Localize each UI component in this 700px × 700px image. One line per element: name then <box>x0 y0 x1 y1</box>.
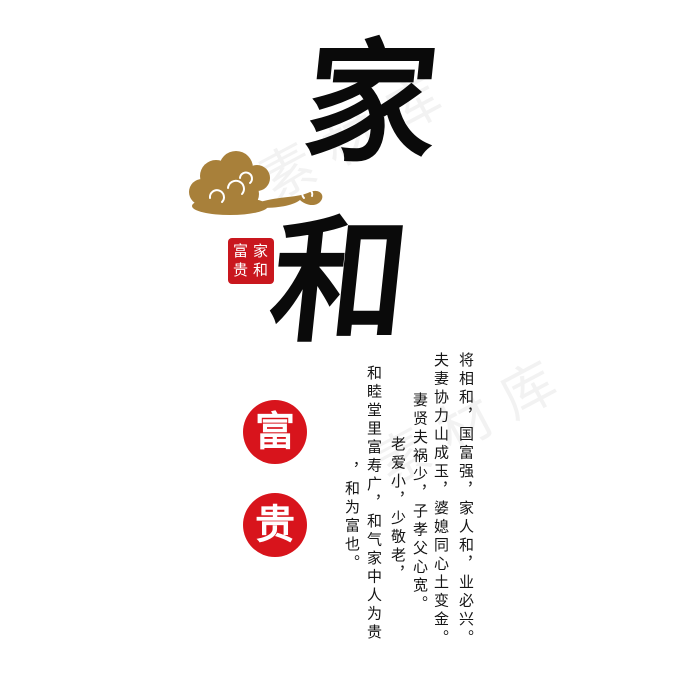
seal-char: 贵 <box>233 261 249 279</box>
auspicious-cloud-icon <box>189 151 323 215</box>
red-circle-fu: 富 <box>243 400 307 464</box>
poem-column: 夫妻协力山成玉，婆媳同心土变金。 <box>432 352 450 648</box>
poem-column: ，和为富也。 <box>343 462 361 573</box>
calligraphy-char-he: 和 <box>263 202 417 362</box>
poem-column: 妻贤夫祸少，子孝父心宽。 <box>411 392 429 614</box>
seal-char: 富 <box>233 242 249 260</box>
seal-stamp: 富 贵 家 和 <box>228 238 274 284</box>
seal-char: 家 <box>253 242 269 260</box>
poem-column: 和睦堂里富寿广，和气家中人为贵 <box>365 365 383 643</box>
circle-char: 富 <box>255 408 295 455</box>
red-circle-gui: 贵 <box>243 493 307 557</box>
poem-column: 将相和，国富强，家人和，业必兴。 <box>457 352 475 648</box>
seal-char: 和 <box>253 261 269 279</box>
circle-char: 贵 <box>255 501 295 548</box>
poem-column: 老爱小，少敬老， <box>389 436 407 584</box>
